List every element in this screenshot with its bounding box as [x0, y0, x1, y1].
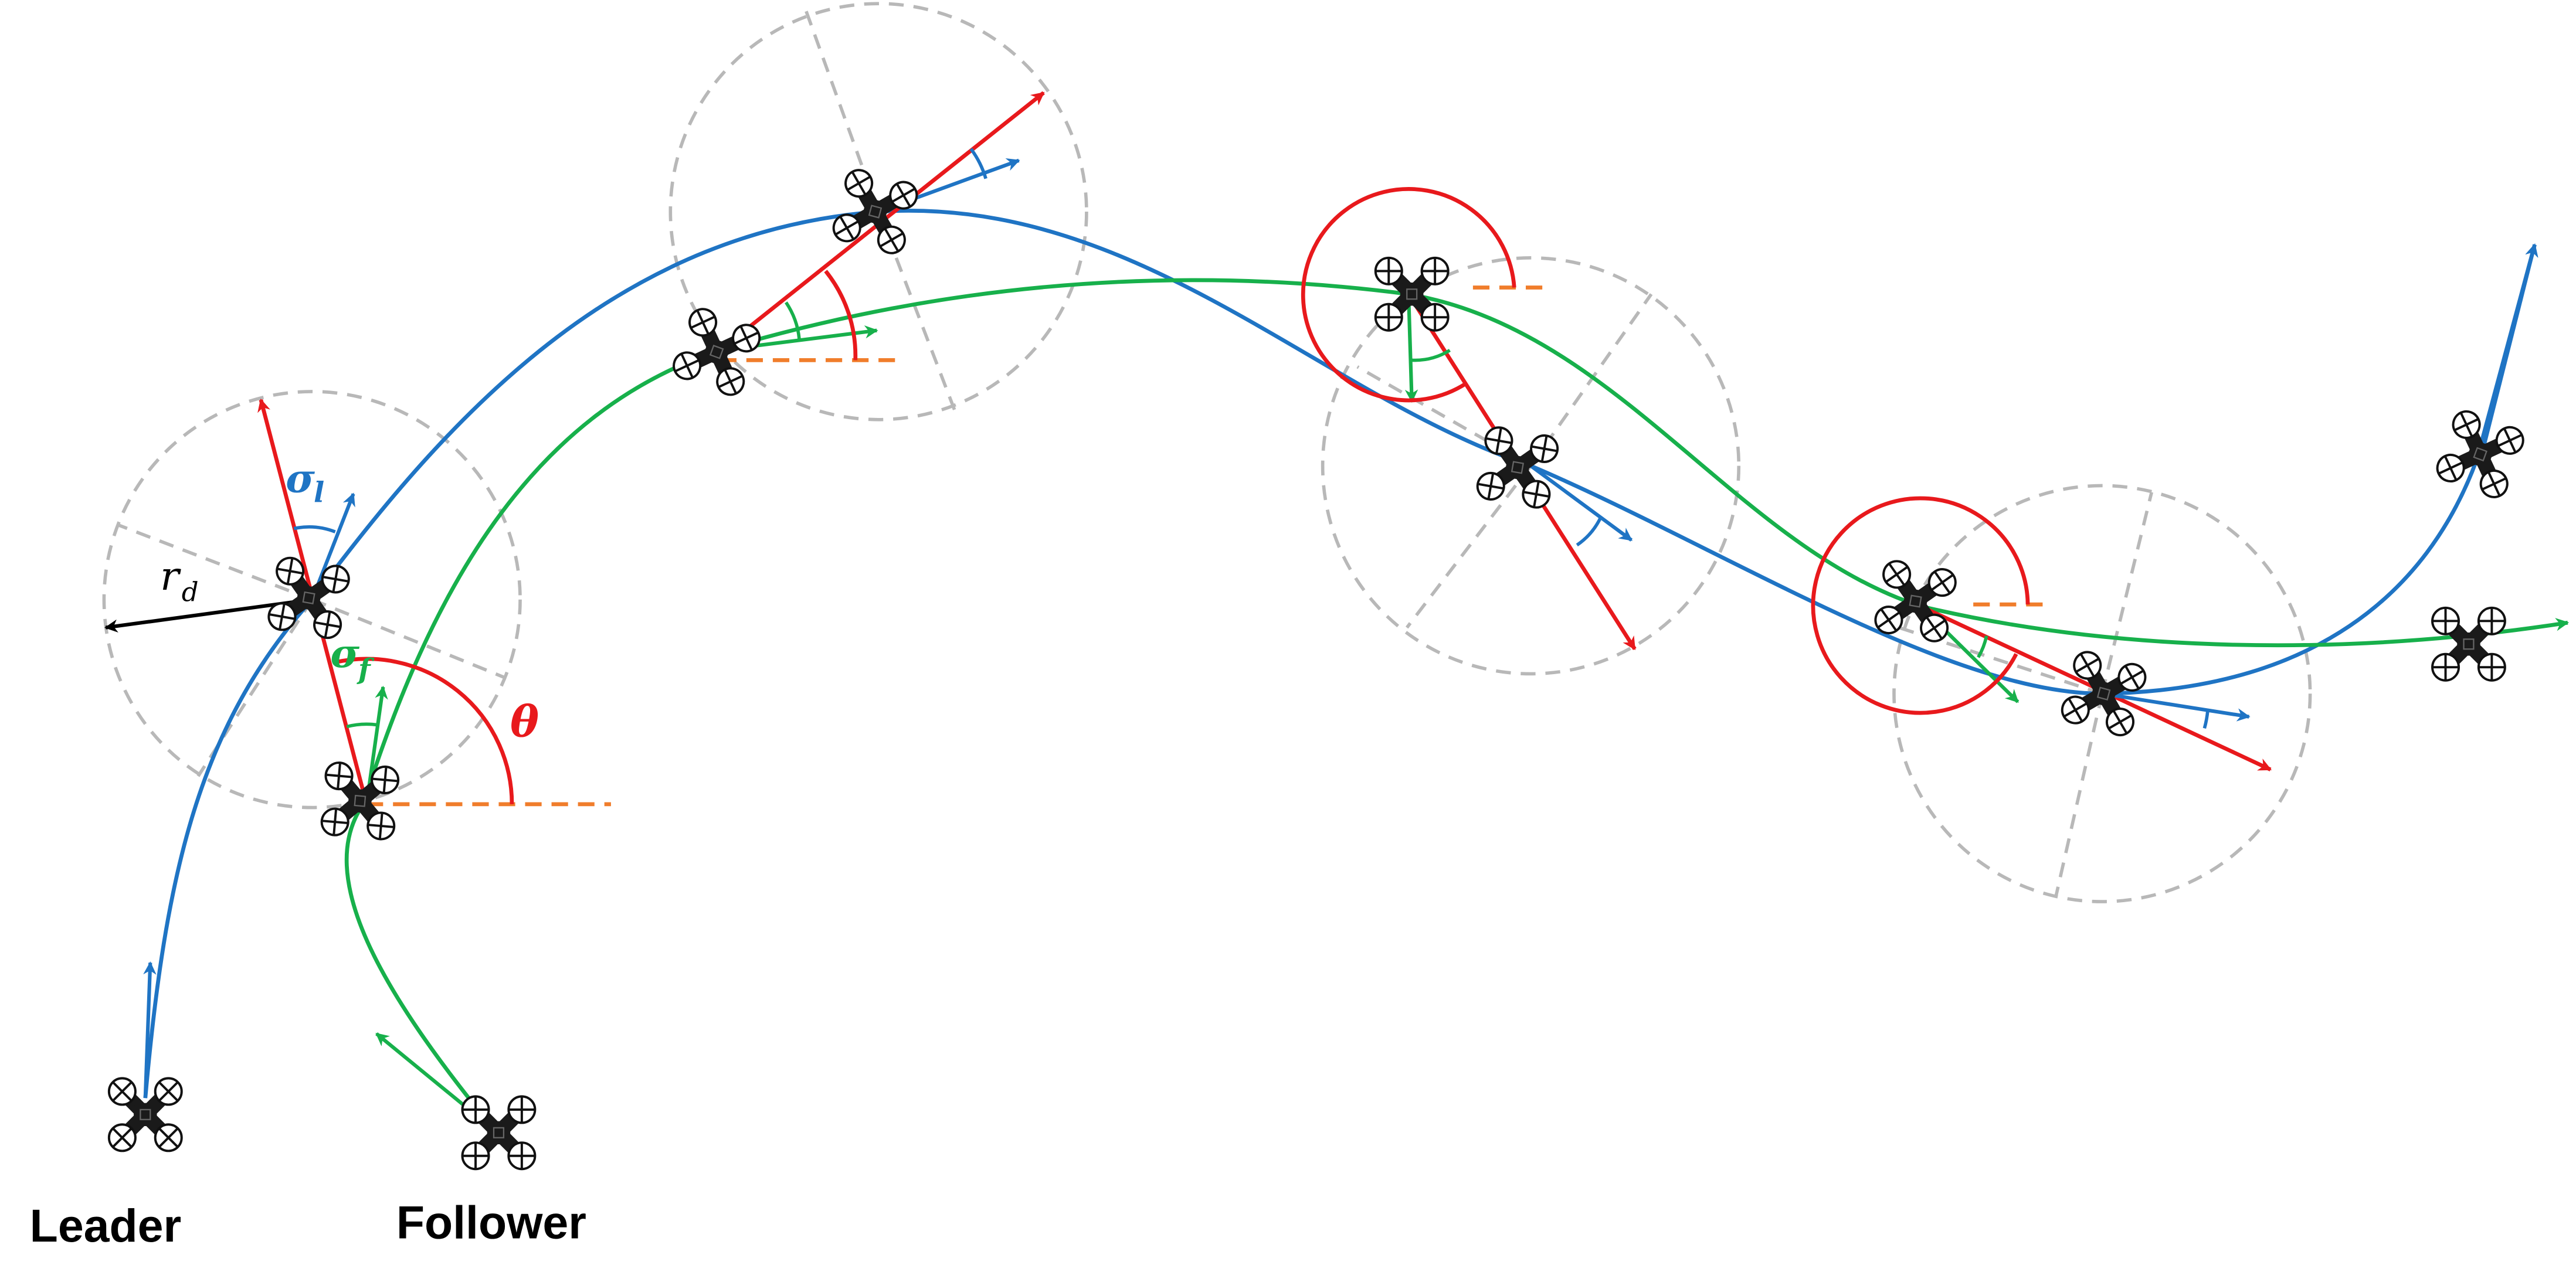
sigma-angle-arc — [969, 148, 987, 179]
sigma-angle-arc — [785, 301, 801, 339]
svg-text:σ: σ — [330, 630, 359, 676]
quadrotor-icon — [462, 1096, 535, 1169]
safety-circle — [102, 390, 522, 810]
follower-velocity-arrow — [1404, 294, 1418, 403]
safety-circles — [102, 2, 2312, 903]
quadrotor-icon — [2432, 608, 2505, 681]
leader-trajectory — [143, 209, 2538, 1099]
sigma-l-angle-arc — [293, 525, 336, 533]
sigma-angle-arc — [1977, 635, 1988, 658]
sigma-angle-arc — [2202, 710, 2210, 729]
sigma-f-label: σ f — [330, 630, 375, 686]
follower-label: Follower — [396, 1197, 586, 1249]
svg-text:σ: σ — [286, 455, 315, 502]
sigma-l-label: σ l — [286, 455, 324, 509]
theta-angle-arc — [334, 657, 514, 804]
sigma-angle-arc — [1411, 349, 1451, 362]
quadrotor-icon — [670, 305, 763, 399]
theta-angle-arc — [1301, 187, 1516, 403]
leader-velocity-arrow — [1529, 464, 1633, 542]
svg-text:r: r — [160, 553, 181, 599]
theta-angle-arc — [1811, 496, 2030, 715]
sigma-angle-arc — [1576, 518, 1602, 547]
leader-start-heading-arrow — [143, 961, 157, 1099]
leader-velocity-arrow — [2102, 692, 2251, 722]
leader-end-heading-arrow — [2480, 243, 2538, 455]
pair-3-annotations — [1301, 187, 1637, 651]
safety-circle — [1321, 256, 1741, 676]
drones — [109, 167, 2527, 1169]
r-d-label: r d — [160, 553, 198, 608]
quadrotor-icon — [1376, 258, 1448, 331]
svg-text:d: d — [182, 577, 199, 608]
follower-trajectory — [344, 278, 2570, 1133]
safety-circle — [1892, 484, 2312, 903]
sigma-f-angle-arc — [346, 722, 379, 729]
theta-angle-arc — [824, 270, 858, 361]
quadrotor-icon — [1475, 426, 1560, 510]
safety-circle — [668, 2, 1088, 421]
quadrotor-icon — [2434, 408, 2527, 501]
leader-label: Leader — [30, 1200, 182, 1252]
quadrotor-icon — [267, 556, 351, 640]
quadrotor-icon — [1874, 559, 1958, 644]
svg-text:l: l — [314, 477, 324, 509]
theta-label: θ — [510, 696, 539, 747]
